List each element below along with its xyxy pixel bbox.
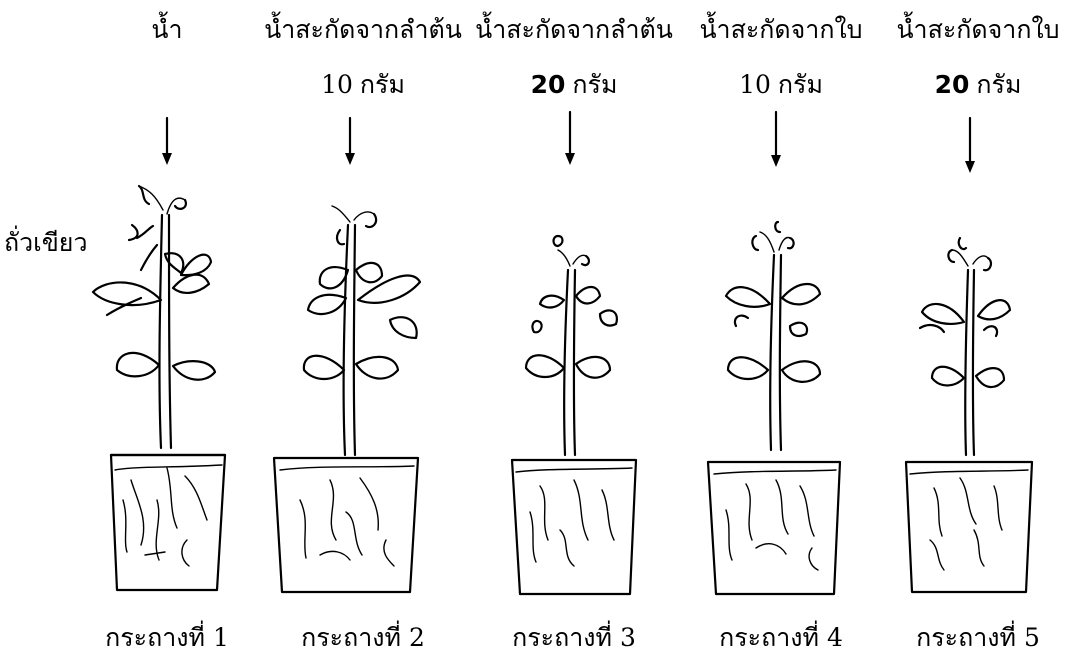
plant-pot-5	[906, 118, 1032, 592]
flower-pot	[274, 458, 418, 592]
arrow-down-icon	[162, 118, 172, 165]
arrow-down-icon	[345, 118, 355, 165]
plant-pot-1	[93, 118, 225, 590]
arrow-down-icon	[771, 112, 781, 167]
flower-pot	[111, 455, 225, 590]
flower-pot	[906, 462, 1032, 592]
bean-plant-illustration	[726, 222, 820, 450]
flower-pot	[708, 462, 840, 594]
arrow-down-icon	[965, 118, 975, 173]
bean-plant-illustration	[526, 236, 617, 455]
arrow-down-icon	[565, 112, 575, 165]
plant-pot-2	[274, 118, 420, 592]
plant-pot-4	[708, 112, 840, 594]
bean-plant-illustration	[93, 186, 215, 448]
bean-plant-illustration	[920, 238, 1010, 455]
flower-pot	[512, 460, 636, 594]
bean-plant-illustration	[304, 206, 420, 455]
plant-pot-3	[512, 112, 636, 594]
